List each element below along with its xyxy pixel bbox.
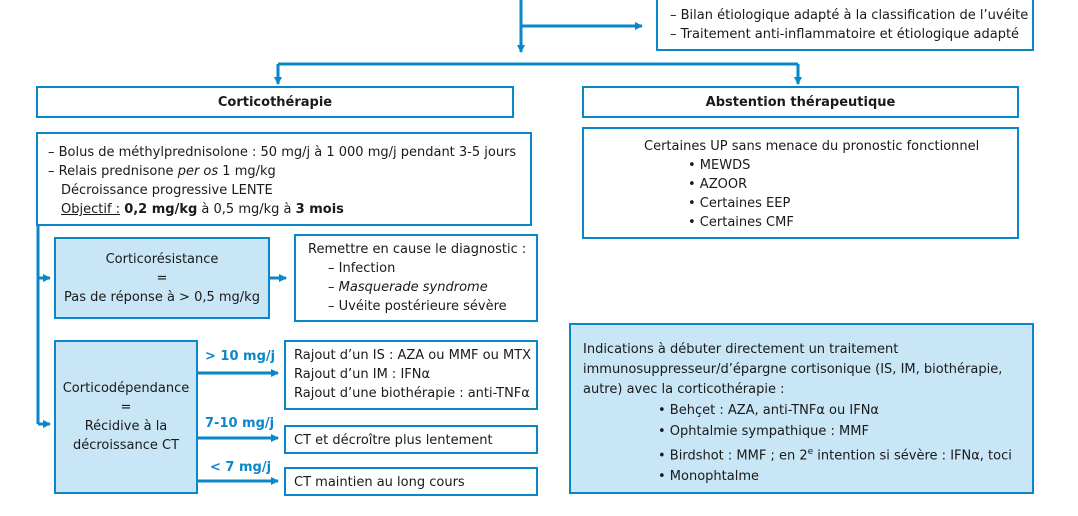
relais-line: – Relais prednisone per os 1 mg/kg (48, 164, 276, 179)
rajout-line: Rajout d’un IM : IFNα (294, 367, 431, 382)
corticoresistance-box: Corticorésistance = Pas de réponse à > 0… (54, 237, 270, 319)
remettre-box: Remettre en cause le diagnostic : – Infe… (294, 234, 538, 322)
top-box-line1: – Bilan étiologique adapté à la classifi… (670, 8, 1029, 23)
corticotherapie-title: Corticothérapie (217, 94, 333, 110)
corticoresistance-definition: Pas de réponse à > 0,5 mg/kg (64, 289, 260, 305)
abstention-item: • AZOOR (688, 177, 748, 192)
indication-item: • Birdshot : MMF ; en 2e intention si sé… (658, 447, 1012, 464)
abstention-intro: Certaines UP sans menace du pronostic fo… (644, 139, 980, 154)
indication-item: • Behçet : AZA, anti-TNFα ou IFNα (658, 403, 879, 418)
remettre-item: – Masquerade syndrome (328, 280, 488, 295)
indication-item: • Ophtalmie sympathique : MMF (658, 424, 869, 439)
abstention-title: Abstention thérapeutique (705, 94, 896, 110)
indications-intro: Indications à débuter directement un tra… (583, 342, 899, 357)
corticodependance-definition: Récidive à la (84, 419, 168, 434)
abstention-item: • MEWDS (688, 158, 751, 173)
per-os-text: per os (177, 164, 219, 179)
corticotherapie-header: Corticothérapie (36, 86, 514, 118)
label-7-10: 7-10 mg/j (205, 416, 275, 431)
corticodependance-definition: décroissance CT (72, 438, 180, 453)
abstention-item: • Certaines EEP (688, 196, 791, 211)
objectif-line: Objectif : 0,2 mg/kg à 0,5 mg/kg à 3 moi… (61, 202, 344, 217)
label-gt-10: > 10 mg/j (205, 349, 276, 364)
corticodependance-box: Corticodépendance = Récidive à la décroi… (54, 340, 198, 494)
remettre-title: Remettre en cause le diagnostic : (308, 242, 527, 257)
indications-box: Indications à débuter directement un tra… (569, 323, 1034, 494)
abstention-detail: Certaines UP sans menace du pronostic fo… (582, 127, 1019, 239)
ct-decroitre-text: CT et décroître plus lentement (294, 433, 493, 448)
indication-item: • Monophtalme (658, 469, 759, 485)
remettre-item: – Uvéite postérieure sévère (328, 299, 507, 314)
top-box-line2: – Traitement anti-inflammatoire et étiol… (670, 27, 1020, 42)
rajout-box: Rajout d’un IS : AZA ou MMF ou MTX Rajou… (284, 340, 538, 410)
top-box: – Bilan étiologique adapté à la classifi… (656, 0, 1034, 51)
ct-decroitre-box: CT et décroître plus lentement (284, 425, 538, 454)
rajout-line: Rajout d’une biothérapie : anti-TNFα (294, 386, 530, 401)
abstention-item: • Certaines CMF (688, 215, 794, 230)
rajout-line: Rajout d’un IS : AZA ou MMF ou MTX (294, 348, 532, 363)
abstention-header: Abstention thérapeutique (582, 86, 1019, 118)
label-lt-7: < 7 mg/j (210, 460, 272, 475)
equals-sign: = (120, 400, 132, 415)
corticoresistance-title: Corticorésistance (105, 251, 219, 267)
indications-intro: autre) avec la corticothérapie : (583, 382, 785, 397)
ct-maintien-text: CT maintien au long cours (294, 475, 465, 490)
remettre-item: – Infection (328, 261, 396, 276)
bolus-line: – Bolus de méthylprednisolone : 50 mg/j … (48, 145, 517, 160)
equals-sign: = (156, 270, 168, 286)
indications-intro: immunosuppresseur/d’épargne cortisonique… (583, 362, 1003, 377)
corticotherapie-detail: – Bolus de méthylprednisolone : 50 mg/j … (36, 132, 532, 226)
ct-maintien-box: CT maintien au long cours (284, 467, 538, 496)
objectif-label: Objectif : (61, 202, 121, 217)
decroissance-line: Décroissance progressive LENTE (61, 183, 273, 198)
corticodependance-title: Corticodépendance (62, 381, 190, 396)
